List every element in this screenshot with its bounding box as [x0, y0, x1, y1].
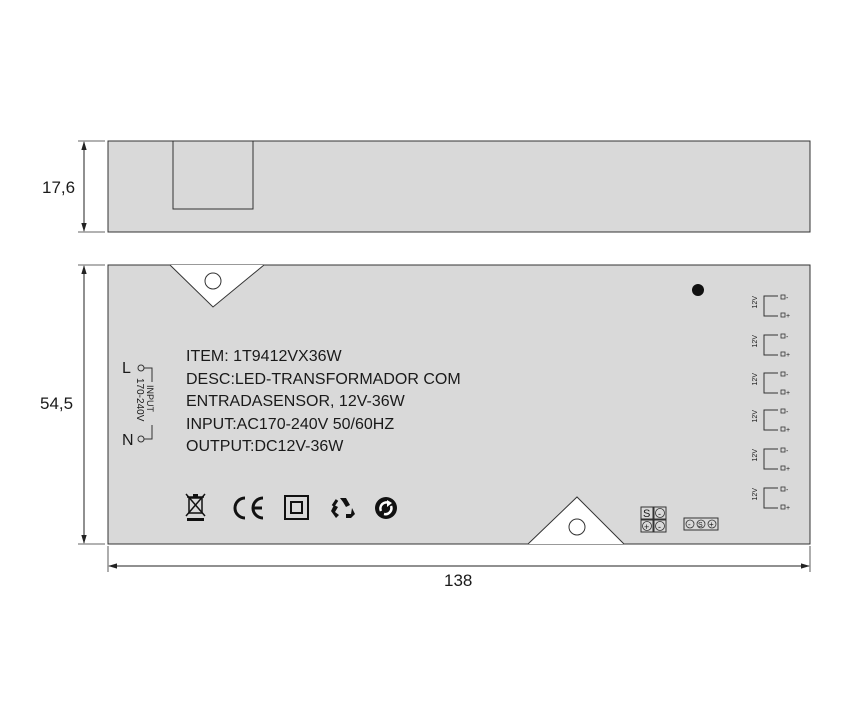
- sensor-connector: S - + -: [640, 506, 667, 533]
- dimension-height-main: 54,5: [40, 264, 105, 545]
- side-view: [107, 140, 811, 233]
- sensor-pin-row: - S +: [683, 517, 719, 531]
- label-input: INPUT:AC170-240V 50/60HZ: [186, 416, 394, 433]
- top-mounting-hole: [204, 272, 222, 290]
- output-plus: +: [786, 427, 790, 434]
- output-terminal: 12V - +: [752, 294, 790, 320]
- output-voltage-label: 12V: [752, 449, 759, 462]
- product-label: ITEM: 1T9412VX36W DESC:LED-TRANSFORMADOR…: [186, 348, 461, 455]
- sensor-row-plus: +: [709, 520, 714, 529]
- output-minus: -: [786, 448, 789, 455]
- label-desc-1: DESC:LED-TRANSFORMADOR COM: [186, 371, 461, 388]
- indicator-dot: [692, 284, 704, 296]
- output-voltage-label: 12V: [752, 296, 759, 309]
- ce-mark-icon: [233, 496, 264, 520]
- output-plus: +: [786, 505, 790, 512]
- bottom-mounting-hole: [568, 518, 586, 536]
- sensor-row-minus: -: [688, 520, 691, 529]
- output-minus: -: [786, 295, 789, 302]
- dimension-height-top: 17,6: [42, 140, 105, 233]
- output-voltage-label: 12V: [752, 373, 759, 386]
- input-terminal-title: INPUT: [145, 385, 155, 413]
- output-voltage-label: 12V: [752, 335, 759, 348]
- front-view-body: [107, 264, 811, 545]
- dimension-height-main-label: 54,5: [40, 394, 73, 413]
- dimension-width-label: 138: [444, 571, 472, 590]
- side-view-cover: [172, 140, 254, 210]
- output-terminal: 12V - +: [752, 447, 790, 473]
- recycle-icon: [331, 498, 355, 518]
- side-view-body: [107, 140, 811, 233]
- input-terminal-n: N: [122, 432, 134, 449]
- dimension-height-top-label: 17,6: [42, 178, 75, 197]
- output-minus: -: [786, 487, 789, 494]
- output-plus: +: [786, 352, 790, 359]
- output-minus: -: [786, 409, 789, 416]
- certification-icons: [185, 493, 397, 521]
- input-terminal-range: 170-240V: [134, 378, 145, 422]
- output-voltage-label: 12V: [752, 410, 759, 423]
- front-view: [107, 264, 811, 545]
- output-plus: +: [786, 313, 790, 320]
- double-insulation-icon: [284, 495, 309, 520]
- output-plus: +: [786, 466, 790, 473]
- output-terminals: 12V - + 12V - + 12V - + 12V: [752, 294, 790, 512]
- input-terminal: L N INPUT 170-240V: [122, 360, 155, 449]
- output-minus: -: [786, 372, 789, 379]
- output-voltage-label: 12V: [752, 488, 759, 501]
- output-minus: -: [786, 334, 789, 341]
- sensor-minus-label-2: -: [658, 522, 661, 532]
- green-dot-icon: [375, 497, 397, 519]
- label-output: OUTPUT:DC12V-36W: [186, 438, 344, 455]
- output-plus: +: [786, 390, 790, 397]
- sensor-s-label: S: [643, 508, 650, 520]
- weee-bin-icon: [185, 493, 206, 521]
- input-terminal-l: L: [122, 360, 131, 377]
- label-desc-2: ENTRADASENSOR, 12V-36W: [186, 393, 406, 410]
- output-terminal: 12V - +: [752, 371, 790, 397]
- label-item: ITEM: 1T9412VX36W: [186, 348, 343, 365]
- dimension-width: 138: [107, 546, 811, 590]
- output-terminal: 12V - +: [752, 333, 790, 359]
- sensor-minus-label: -: [658, 509, 661, 519]
- output-terminal: 12V - +: [752, 486, 790, 512]
- output-terminal: 12V - +: [752, 408, 790, 434]
- sensor-row-s: S: [698, 522, 703, 529]
- sensor-plus-label: +: [644, 522, 649, 532]
